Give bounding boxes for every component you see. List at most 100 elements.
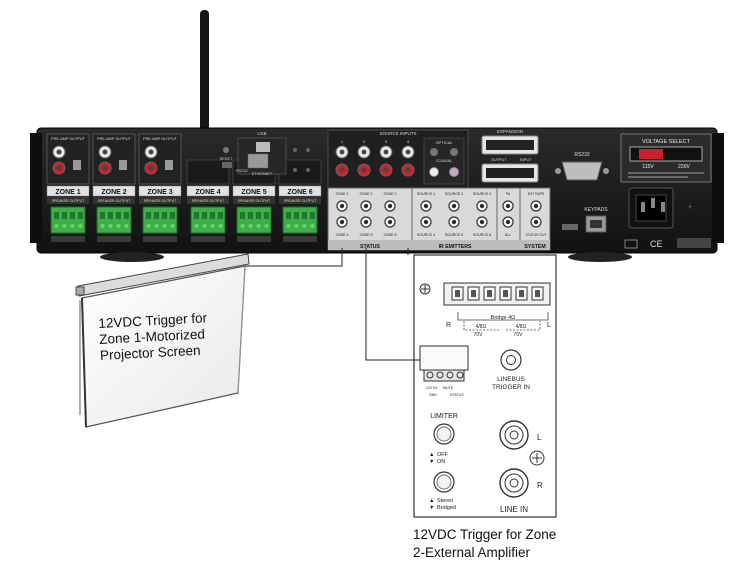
power-section: VOLTAGE SELECT 115V 230V ⏚ CE — [620, 133, 712, 249]
zone-label: ZONE 5 — [241, 189, 266, 196]
line-in-r-label: R — [537, 481, 543, 490]
sub-port[interactable] — [73, 160, 81, 170]
limiter-label: LIMITER — [430, 413, 458, 420]
terminal-12v-label: 12V IN — [426, 386, 437, 390]
rs232-port[interactable] — [561, 161, 603, 181]
sub-port[interactable] — [119, 160, 127, 170]
coax-port-1[interactable] — [429, 167, 439, 177]
screw-icon — [306, 168, 310, 172]
line-in-right-jack[interactable] — [499, 468, 529, 498]
status-zone-label: ZONE 6 — [384, 233, 397, 237]
speaker-terminal[interactable] — [50, 206, 86, 234]
speaker-terminal[interactable] — [142, 206, 178, 234]
ohm-label-right: 4/8Ω — [516, 324, 527, 330]
system-label: SYSTEM — [524, 244, 545, 250]
ir-emitters-label: IR EMITTERS — [439, 244, 472, 250]
reset-label: RESET — [220, 157, 233, 161]
volt-label-right: 70V — [514, 332, 524, 338]
amplifier-caption: 12VDC Trigger for Zone 2-External Amplif… — [413, 526, 583, 562]
ir-source-label: SOURCE 4 — [417, 233, 435, 237]
speaker-output-label: SPEAKER OUTPUT — [238, 199, 272, 203]
network-section: USB ETHERNET RESET RS232 — [220, 131, 310, 176]
antenna-icon — [197, 10, 212, 142]
ir-source-label: SOURCE 5 — [445, 233, 463, 237]
terminal-status-label: STATUS — [450, 393, 464, 397]
bridge-label: Bridge 4Ω — [491, 315, 516, 321]
rs232-mini-label: RS232 — [236, 169, 248, 173]
line-in-label: LINE IN — [500, 505, 528, 514]
usb-port[interactable] — [256, 142, 270, 152]
bridged-label: Bridged — [437, 505, 456, 511]
zone-6-block: ZONE 6 SPEAKER OUTPUT — [278, 159, 322, 242]
wire-zone2-amplifier — [365, 248, 420, 361]
source-number-label: 3 — [385, 139, 388, 144]
rs232-section: RS232 — [555, 152, 609, 181]
reset-button[interactable] — [223, 147, 229, 153]
ir-source-label: SOURCE 6 — [473, 233, 491, 237]
coax-port-2[interactable] — [449, 167, 459, 177]
optical-label: OPTICAL — [435, 140, 453, 145]
ir-source-label: SOURCE 1 — [417, 192, 435, 196]
zone-label: ZONE 6 — [287, 189, 312, 196]
status-zone-label: ZONE 5 — [360, 233, 373, 237]
trigger-terminal-block[interactable] — [419, 345, 469, 371]
ohm-label-left: 4/8Ω — [476, 324, 487, 330]
system-jack-label: ALL — [505, 233, 511, 237]
optical-port-2[interactable] — [450, 148, 458, 156]
rs232-mini-port[interactable] — [222, 162, 232, 168]
foot — [568, 252, 632, 262]
preamp-output-label: PRE-AMP OUTPUT — [143, 137, 178, 141]
source-number-label: 4 — [407, 139, 410, 144]
arrow-down-icon: ▼ — [429, 505, 434, 511]
status-zone-label: ZONE 4 — [336, 233, 349, 237]
speaker-output-label: SPEAKER OUTPUT — [284, 199, 318, 203]
screw-icon — [293, 168, 297, 172]
voltage-select-label: VOLTAGE SELECT — [642, 139, 691, 145]
amplifier-caption-line1: 12VDC Trigger for Zone — [413, 527, 557, 542]
ce-mark: CE — [650, 239, 663, 249]
system-jack-label: PA — [506, 192, 511, 196]
speaker-terminal[interactable] — [236, 206, 272, 234]
ethernet-port[interactable] — [247, 153, 269, 169]
ir-source-label: SOURCE 2 — [445, 192, 463, 196]
screw-icon — [293, 148, 297, 152]
projector-screen — [75, 253, 250, 428]
usb-label: USB — [257, 131, 266, 136]
source-inputs-label: SOURCE INPUTS — [379, 131, 416, 136]
terminal-mute-label: MUTE — [443, 386, 454, 390]
preamp-output-label: PRE-AMP OUTPUT — [97, 137, 132, 141]
linebus-trigger-jack[interactable] — [500, 349, 522, 371]
line-in-left-jack[interactable] — [499, 420, 529, 450]
wire-zone1-screen — [245, 248, 343, 267]
arrow-down-icon: ▼ — [429, 459, 434, 465]
line-in-l-label: L — [537, 433, 542, 442]
ir-source-label: SOURCE 3 — [473, 192, 491, 196]
ground-icon: ⏚ — [688, 203, 692, 209]
voltage-option-115: 115V — [642, 164, 654, 170]
screen-caption: 12VDC Trigger for Zone 1-Motorized Proje… — [98, 308, 250, 364]
ethernet-label: ETHERNET — [252, 172, 273, 176]
optical-port-1[interactable] — [430, 148, 438, 156]
speaker-output-label: SPEAKER OUTPUT — [144, 199, 178, 203]
system-jack-label: STATUS OUT — [526, 233, 547, 237]
speaker-terminal[interactable] — [96, 206, 132, 234]
voltage-switch[interactable] — [639, 149, 663, 159]
source-number-label: 1 — [341, 139, 344, 144]
sub-port[interactable] — [165, 160, 173, 170]
status-zone-label: ZONE 1 — [336, 192, 349, 196]
status-label: STATUS — [360, 244, 381, 250]
external-amplifier-panel: Bridge 4Ω 4/8Ω 4/8Ω 70V 70V R L 12V IN G… — [413, 254, 557, 518]
coaxial-label: COAXIAL — [436, 159, 452, 163]
speaker-terminal[interactable] — [190, 206, 226, 234]
voltage-option-230: 230V — [678, 164, 690, 170]
zone-label: ZONE 4 — [195, 189, 220, 196]
zone-label: ZONE 3 — [147, 189, 172, 196]
screw-icon — [306, 148, 310, 152]
speaker-terminal[interactable] — [282, 206, 318, 234]
speaker-output-label: SPEAKER OUTPUT — [52, 199, 86, 203]
